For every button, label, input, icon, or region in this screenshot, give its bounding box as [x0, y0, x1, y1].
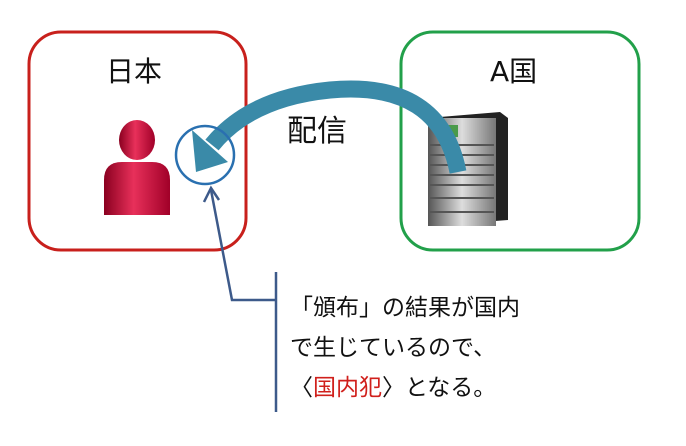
japan-label: 日本	[106, 55, 163, 88]
note-highlight: 国内犯	[313, 375, 382, 401]
foreign-country-box	[399, 30, 641, 252]
note-suffix: 〉となる。	[382, 375, 497, 401]
foreign-country-label: A国	[490, 55, 538, 88]
result-location-circle	[174, 124, 236, 186]
japan-box	[27, 30, 248, 252]
note-line-3: 〈国内犯〉となる。	[290, 368, 520, 408]
arrow-label: 配信	[287, 114, 347, 149]
person-icon	[104, 120, 170, 215]
callout-connector	[202, 185, 278, 412]
callout-note: 「頒布」の結果が国内 で生じているので、 〈国内犯〉となる。	[290, 288, 520, 408]
note-line-2: で生じているので、	[290, 335, 497, 361]
note-line-1: 「頒布」の結果が国内	[290, 295, 520, 321]
note-prefix: 〈	[290, 375, 313, 401]
distribution-arrow	[192, 80, 467, 174]
